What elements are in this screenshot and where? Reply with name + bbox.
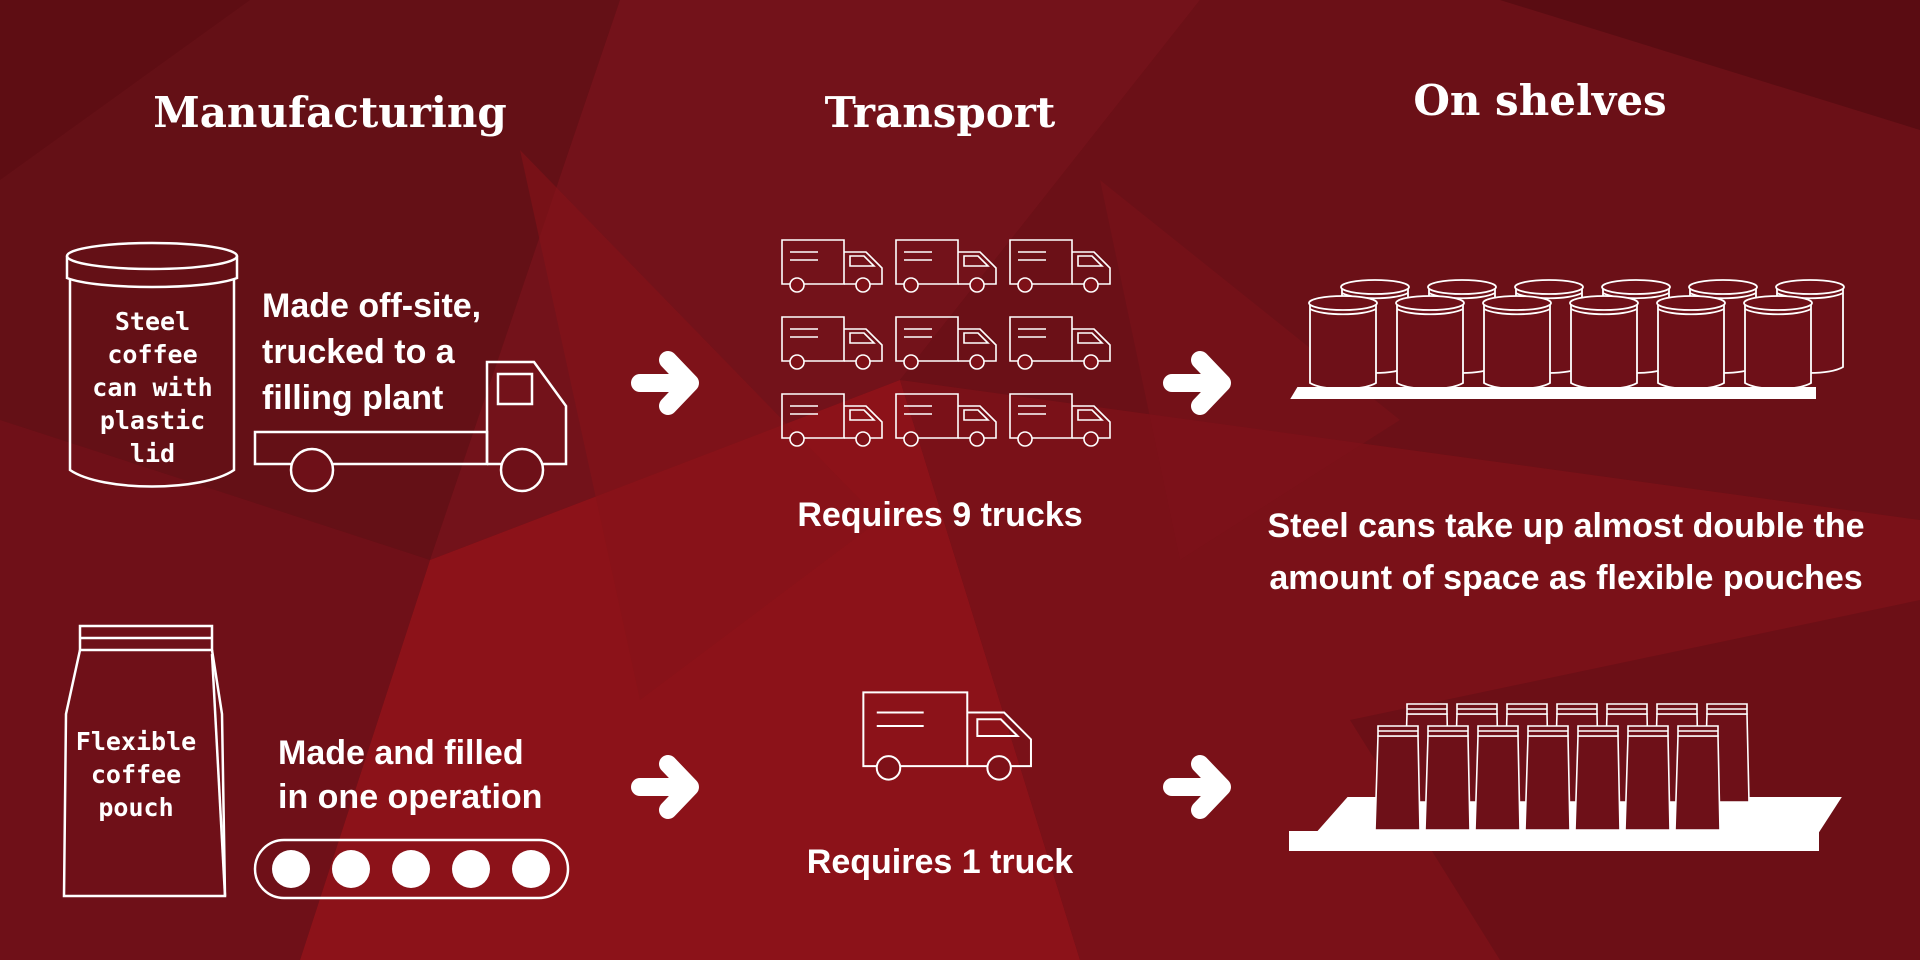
heading-manufacturing: Manufacturing	[153, 88, 507, 137]
delivery-truck-icon	[782, 240, 882, 292]
steel-can-label: Steel coffee can with plastic lid	[70, 305, 235, 470]
delivery-truck-icon	[782, 317, 882, 369]
steel-can-label-line: coffee	[107, 340, 198, 369]
coffee-can-icon	[1396, 296, 1464, 389]
can-shelf-caption-line: Steel cans take up almost double the	[1267, 507, 1865, 545]
delivery-truck-icon	[782, 394, 882, 446]
coffee-can-icon	[1483, 296, 1551, 389]
pouch-manufacturing-line: Made and filled	[278, 734, 524, 772]
delivery-truck-icon	[1010, 240, 1110, 292]
coffee-can-icon	[1309, 296, 1377, 389]
shelf-icon	[1292, 388, 1815, 398]
coffee-can-icon	[1570, 296, 1638, 389]
steel-can-label-line: can with	[92, 373, 213, 402]
delivery-truck-icon	[860, 680, 1036, 792]
can-transport-caption: Requires 9 trucks	[797, 496, 1083, 534]
steel-can-icon	[62, 240, 242, 490]
can-shelf-caption-line: amount of space as flexible pouches	[1269, 559, 1863, 597]
delivery-truck-icon	[1010, 317, 1110, 369]
delivery-truck-icon	[896, 240, 996, 292]
coffee-pouch-icon	[1625, 726, 1670, 830]
pouch-shelf-illustration	[1288, 700, 1848, 856]
coffee-can-icon	[1657, 296, 1725, 389]
coffee-pouch-icon	[1675, 726, 1720, 830]
coffee-can-icon	[1744, 296, 1812, 389]
right-arrow-icon	[630, 348, 710, 418]
right-arrow-icon	[1162, 348, 1242, 418]
pouch-manufacturing-text: Made and filled in one operation	[278, 731, 542, 819]
delivery-truck-icon	[896, 317, 996, 369]
heading-transport: Transport	[824, 88, 1056, 137]
can-manufacturing-text: Made off-site, trucked to a filling plan…	[262, 283, 481, 421]
right-arrow-icon	[1162, 752, 1242, 822]
right-arrow-icon	[630, 752, 710, 822]
coffee-pouch-icon	[1425, 726, 1470, 830]
pouch-transport-caption: Requires 1 truck	[806, 843, 1074, 881]
flexible-pouch-icon	[62, 624, 230, 906]
conveyor-belt-icon	[253, 838, 570, 900]
can-manufacturing-line: Made off-site,	[262, 287, 482, 325]
steel-can-label-line: Steel	[114, 307, 191, 336]
pouch-manufacturing-line: in one operation	[278, 778, 543, 816]
delivery-truck-icon	[896, 394, 996, 446]
coffee-pouch-icon	[1475, 726, 1520, 830]
pouch-label: Flexible coffee pouch	[62, 725, 210, 824]
can-manufacturing-line: filling plant	[262, 379, 444, 417]
heading-on-shelves: On shelves	[1413, 76, 1667, 125]
can-manufacturing-line: trucked to a	[262, 333, 455, 371]
can-shelf-caption: Steel cans take up almost double the amo…	[1256, 500, 1876, 604]
delivery-truck-icon	[1010, 394, 1110, 446]
truck-grid	[780, 238, 1120, 463]
can-shelf-illustration	[1288, 275, 1818, 421]
coffee-pouch-icon	[1575, 726, 1620, 830]
pouch-label-line: pouch	[98, 793, 174, 822]
coffee-pouch-icon	[1375, 726, 1420, 830]
coffee-pouch-icon	[1525, 726, 1570, 830]
flatbed-truck-icon	[252, 360, 572, 492]
pouch-label-line: Flexible	[75, 727, 197, 756]
pouch-label-line: coffee	[90, 760, 182, 789]
steel-can-label-line: plastic lid	[99, 406, 206, 468]
